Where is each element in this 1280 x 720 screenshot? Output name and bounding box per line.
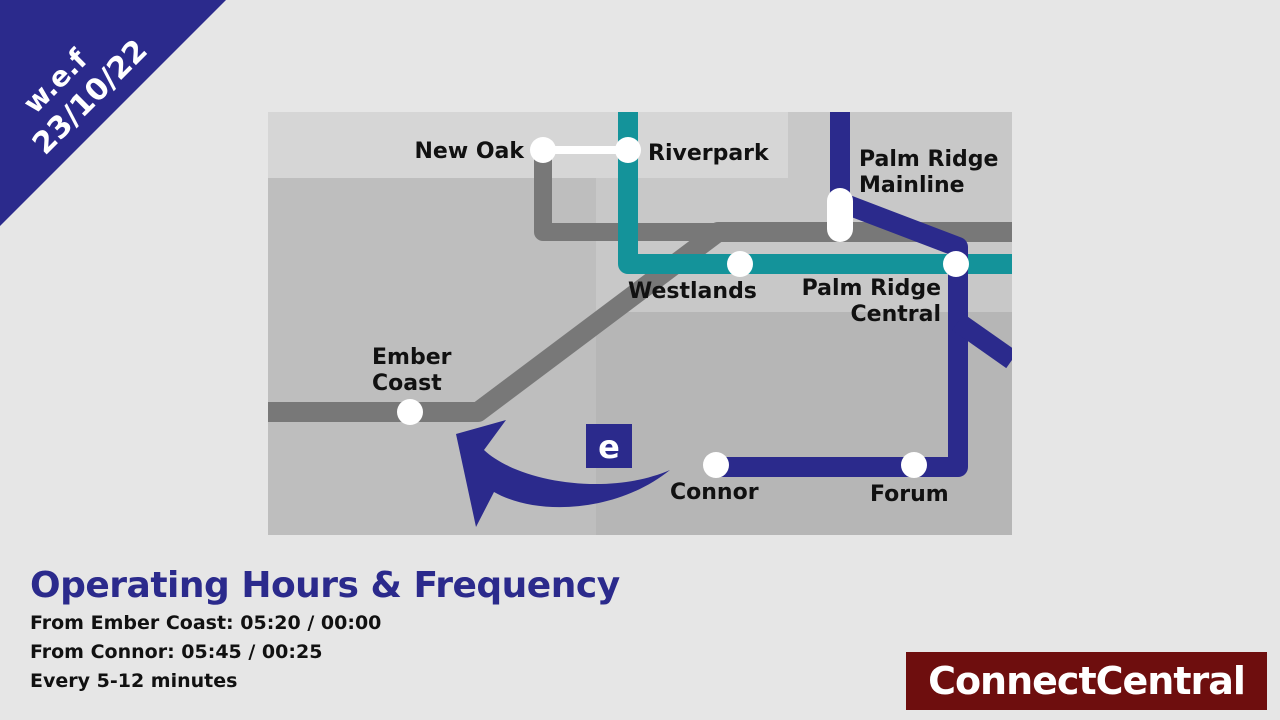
wef-badge-text: w.e.f 23/10/22 bbox=[0, 0, 230, 230]
station-palm-ridge-mainline bbox=[827, 188, 853, 242]
map-region-top bbox=[268, 112, 788, 178]
line-logo-letter: e bbox=[598, 428, 620, 466]
label-palm-ridge-central-1: Palm Ridge bbox=[802, 276, 941, 301]
label-palm-ridge-mainline-2: Mainline bbox=[859, 173, 965, 198]
blue-line-route bbox=[716, 112, 968, 477]
info-title: Operating Hours & Frequency bbox=[30, 565, 620, 606]
brand-logo: ConnectCentral bbox=[906, 652, 1267, 710]
station-ember-coast bbox=[397, 399, 423, 425]
label-ember-coast-1: Ember bbox=[372, 345, 452, 370]
label-new-oak: New Oak bbox=[415, 139, 526, 164]
info-frequency: Every 5-12 minutes bbox=[30, 670, 238, 692]
grey-line-route bbox=[268, 222, 1012, 422]
station-connor bbox=[703, 452, 729, 478]
label-westlands: Westlands bbox=[628, 279, 757, 304]
label-palm-ridge-central-2: Central bbox=[851, 302, 941, 327]
grey-line-branch bbox=[534, 150, 728, 241]
wef-badge bbox=[0, 0, 230, 230]
line-logo-box bbox=[586, 424, 632, 468]
info-from-ember: From Ember Coast: 05:20 / 00:00 bbox=[30, 612, 382, 634]
operating-info: Operating Hours & Frequency From Ember C… bbox=[30, 563, 620, 696]
station-westlands bbox=[727, 251, 753, 277]
station-riverpark bbox=[615, 137, 641, 163]
label-forum: Forum bbox=[870, 482, 949, 507]
info-from-connor: From Connor: 05:45 / 00:25 bbox=[30, 641, 323, 663]
map-region-right bbox=[596, 312, 1012, 535]
wef-badge-triangle bbox=[0, 0, 226, 226]
label-ember-coast-2: Coast bbox=[372, 371, 442, 396]
station-forum bbox=[901, 452, 927, 478]
blue-line-branch bbox=[952, 313, 1012, 369]
direction-arrow bbox=[456, 420, 670, 527]
label-connor: Connor bbox=[670, 480, 759, 505]
station-palm-ridge-central bbox=[943, 251, 969, 277]
brand-name: ConnectCentral bbox=[928, 659, 1246, 703]
route-map: e New Oak Riverpark Palm Ridge Mainline … bbox=[268, 112, 1012, 535]
label-riverpark: Riverpark bbox=[648, 141, 770, 166]
label-palm-ridge-mainline-1: Palm Ridge bbox=[859, 147, 998, 172]
station-new-oak bbox=[530, 137, 556, 163]
